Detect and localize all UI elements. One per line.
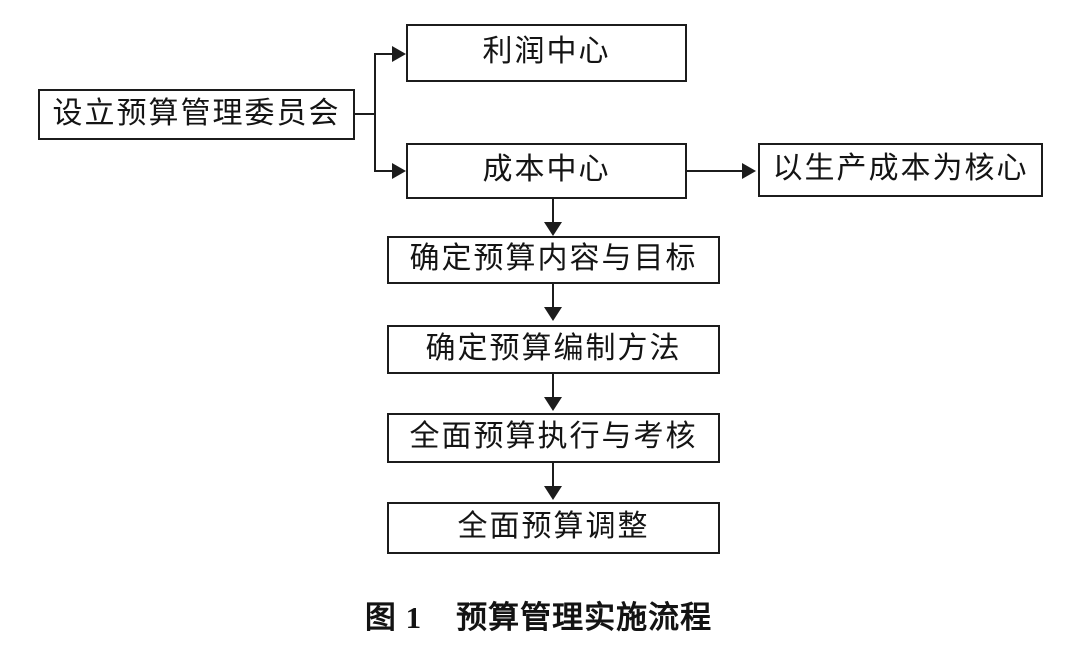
figure-title: 预算管理实施流程 (456, 600, 713, 635)
node-label: 确定预算内容与目标 (409, 242, 698, 275)
node-determine-budget-method[interactable]: 确定预算编制方法 (387, 325, 720, 374)
arrow-down-icon (544, 307, 562, 321)
arrow-down-icon (544, 486, 562, 500)
node-label: 全面预算执行与考核 (409, 420, 698, 453)
connector-budget-method-to-budget-execution (552, 374, 554, 400)
node-budget-adjustment[interactable]: 全面预算调整 (387, 502, 720, 554)
figure-caption: 图 1 预算管理实施流程 (0, 592, 1077, 637)
node-profit-center[interactable]: 利润中心 (406, 24, 687, 82)
arrow-right-icon (742, 163, 756, 179)
figure-number: 图 1 (364, 600, 423, 635)
connector-committee-stem (355, 113, 376, 115)
connector-cost-center-to-production-core (687, 170, 743, 172)
connector-to-cost-center (374, 170, 394, 172)
node-label: 确定预算编制方法 (425, 331, 682, 365)
node-budget-execution-and-assessment[interactable]: 全面预算执行与考核 (387, 413, 720, 463)
node-cost-center[interactable]: 成本中心 (406, 143, 687, 199)
connector-cost-center-to-budget-content (552, 199, 554, 225)
connector-budget-content-to-budget-method (552, 284, 554, 310)
arrow-right-icon (392, 163, 406, 179)
node-production-cost-core[interactable]: 以生产成本为核心 (758, 143, 1043, 197)
arrow-right-icon (392, 46, 406, 62)
connector-to-profit-center (374, 53, 394, 55)
node-label: 以生产成本为核心 (772, 152, 1029, 185)
connector-budget-execution-to-budget-adjustment (552, 463, 554, 489)
node-label: 全面预算调整 (457, 510, 650, 543)
node-label: 设立预算管理委员会 (52, 96, 341, 130)
node-setup-budget-committee[interactable]: 设立预算管理委员会 (38, 89, 355, 140)
node-determine-budget-content-and-goals[interactable]: 确定预算内容与目标 (387, 236, 720, 284)
node-label: 成本中心 (482, 153, 611, 186)
arrow-down-icon (544, 397, 562, 411)
node-label: 利润中心 (482, 35, 611, 68)
arrow-down-icon (544, 222, 562, 236)
connector-branch-spine (374, 53, 376, 172)
